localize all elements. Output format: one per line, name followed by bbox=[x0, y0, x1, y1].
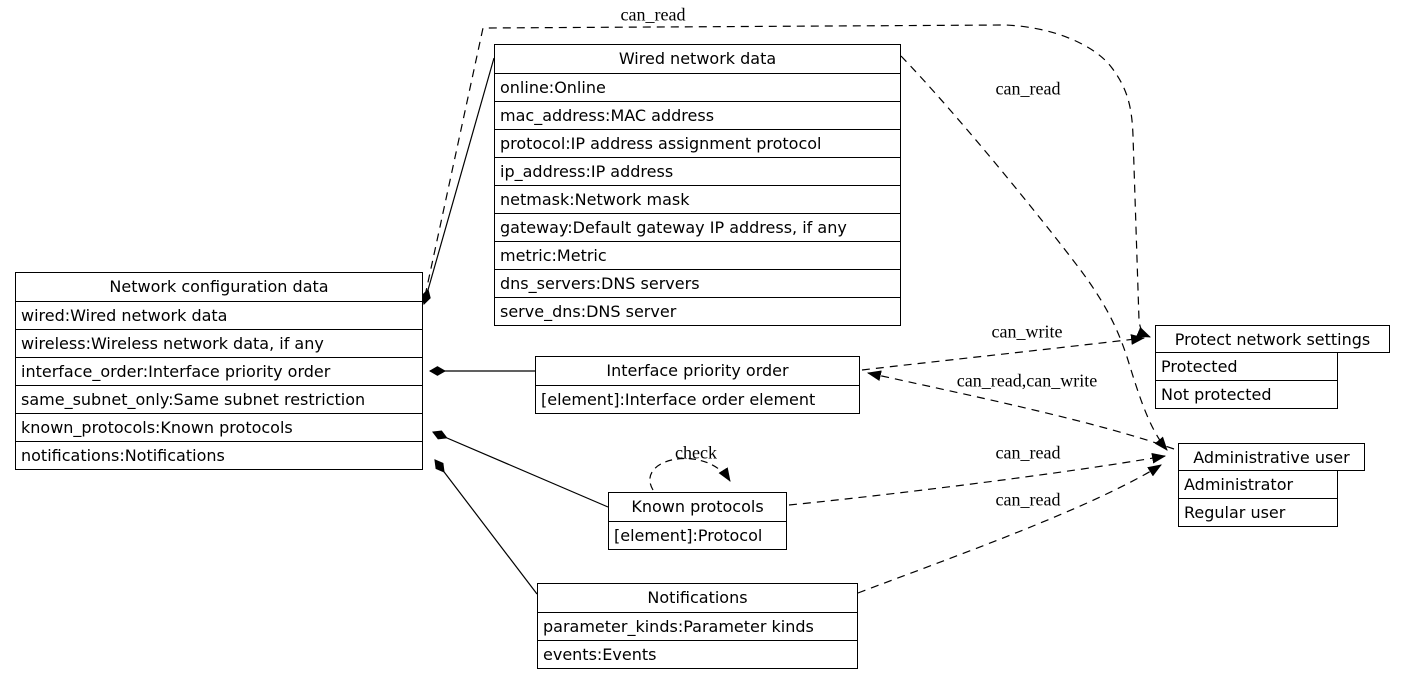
field-netmask: netmask:Network mask bbox=[495, 185, 900, 213]
edge-label-can-write: can_write bbox=[991, 321, 1063, 342]
enum-value-protected: Protected bbox=[1155, 352, 1338, 381]
field-dns-servers: dns_servers:DNS servers bbox=[495, 269, 900, 297]
field-metric: metric:Metric bbox=[495, 241, 900, 269]
field-protocol: protocol:IP address assignment protocol bbox=[495, 129, 900, 157]
edge-admin-can-read-can-write-interface bbox=[866, 370, 1175, 450]
edge-interface-can-write-protect bbox=[861, 334, 1146, 371]
field-wireless: wireless:Wireless network data, if any bbox=[16, 329, 422, 357]
composition-known-protocols bbox=[432, 430, 609, 508]
node-title: Interface priority order bbox=[536, 357, 859, 385]
edge-label-can-read-top: can_read bbox=[620, 4, 686, 25]
edge-label-can-read-wired: can_read bbox=[995, 78, 1061, 99]
node-title: Network configuration data bbox=[16, 273, 422, 301]
enum-value-not-protected: Not protected bbox=[1155, 380, 1338, 409]
node-known-protocols: Known protocols [element]:Protocol bbox=[608, 492, 787, 550]
field-notifications: notifications:Notifications bbox=[16, 441, 422, 469]
field-known-protocols: known_protocols:Known protocols bbox=[16, 413, 422, 441]
edge-wired-can-read-admin bbox=[900, 55, 1168, 451]
field-element: [element]:Interface order element bbox=[536, 385, 859, 413]
edge-label-check: check bbox=[675, 442, 717, 463]
field-ip-address: ip_address:IP address bbox=[495, 157, 900, 185]
node-wired-network-data: Wired network data online:Online mac_add… bbox=[494, 44, 901, 326]
field-mac-address: mac_address:MAC address bbox=[495, 101, 900, 129]
node-administrative-user-title: Administrative user bbox=[1178, 443, 1365, 471]
enum-value-regular-user: Regular user bbox=[1178, 498, 1338, 527]
field-online: online:Online bbox=[495, 73, 900, 101]
edge-notifications-can-read-admin bbox=[857, 464, 1162, 594]
node-protect-network-settings-title: Protect network settings bbox=[1155, 325, 1390, 353]
composition-notifications bbox=[434, 459, 538, 595]
composition-wired bbox=[421, 57, 495, 306]
field-same-subnet-only: same_subnet_only:Same subnet restriction bbox=[16, 385, 422, 413]
edge-label-can-read-known: can_read bbox=[995, 442, 1061, 463]
node-title: Known protocols bbox=[609, 493, 786, 521]
node-title: Notifications bbox=[538, 584, 857, 612]
node-network-configuration-data: Network configuration data wired:Wired n… bbox=[15, 272, 423, 470]
field-serve-dns: serve_dns:DNS server bbox=[495, 297, 900, 325]
edge-label-can-read-can-write: can_read,can_write bbox=[956, 370, 1098, 391]
edge-config-can-read-protect bbox=[424, 24, 1151, 338]
node-notifications: Notifications parameter_kinds:Parameter … bbox=[537, 583, 858, 669]
field-wired: wired:Wired network data bbox=[16, 301, 422, 329]
field-interface-order: interface_order:Interface priority order bbox=[16, 357, 422, 385]
enum-value-administrator: Administrator bbox=[1178, 470, 1338, 499]
field-gateway: gateway:Default gateway IP address, if a… bbox=[495, 213, 900, 241]
edge-known-can-read-admin bbox=[788, 452, 1167, 506]
field-events: events:Events bbox=[538, 640, 857, 668]
edge-label-can-read-notifications: can_read bbox=[995, 489, 1061, 510]
node-interface-priority-order: Interface priority order [element]:Inter… bbox=[535, 356, 860, 414]
field-element: [element]:Protocol bbox=[609, 521, 786, 549]
node-title: Wired network data bbox=[495, 45, 900, 73]
field-parameter-kinds: parameter_kinds:Parameter kinds bbox=[538, 612, 857, 640]
